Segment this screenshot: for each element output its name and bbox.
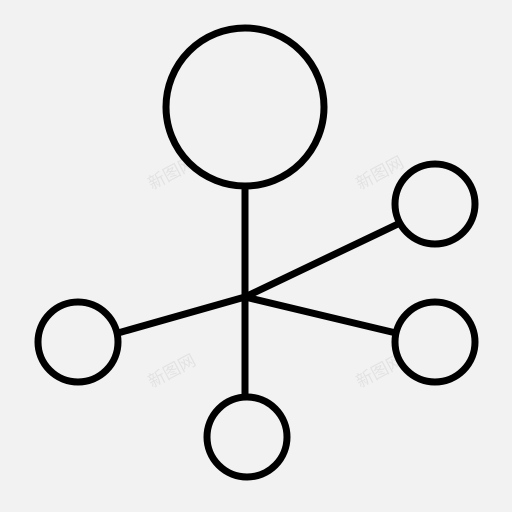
bottom-node xyxy=(203,393,291,481)
edge-hub-left xyxy=(114,293,249,337)
watermark: 新图网 xyxy=(145,351,199,393)
left-node xyxy=(34,298,122,386)
upper-right-node xyxy=(391,160,479,248)
edge-hub-upper-right xyxy=(241,219,404,301)
edge-hub-lower-right xyxy=(241,293,400,337)
top-large-node xyxy=(162,24,328,190)
lower-right-node xyxy=(391,298,479,386)
